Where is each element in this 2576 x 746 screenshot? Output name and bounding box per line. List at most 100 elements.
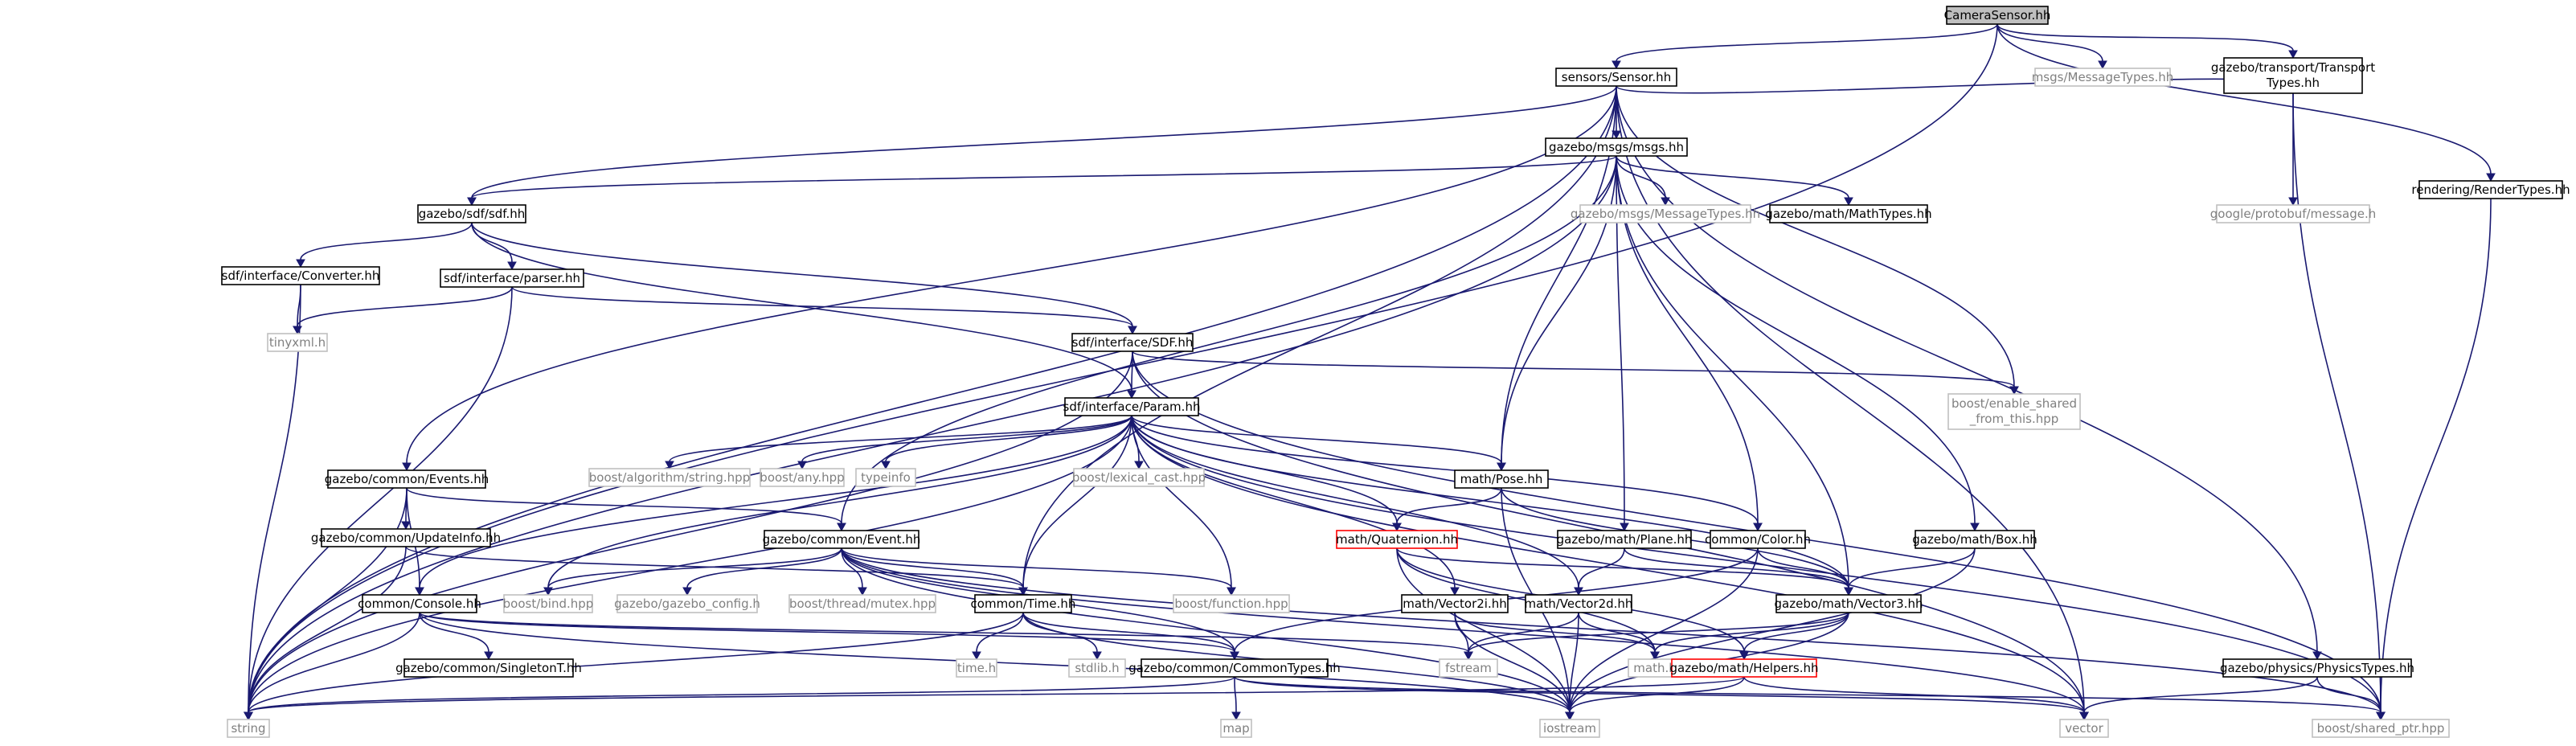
- node-box: [1710, 530, 1806, 549]
- node-label: gazebo/math/Box.hh: [1912, 532, 2037, 547]
- edge-arrowhead: [1231, 711, 1241, 721]
- node-gazebo-common-singletont-hh[interactable]: gazebo/common/SingletonT.hh: [395, 658, 582, 678]
- edge-vector3-to-mathh: [1650, 612, 1849, 661]
- edge-line: [1654, 612, 1849, 653]
- edge-line: [1131, 415, 1759, 524]
- edge-line: [1578, 612, 1656, 653]
- edge-line: [1743, 676, 2085, 713]
- edge-commontypes-to-string: [244, 676, 1235, 721]
- node-math-vector2d-hh[interactable]: math/Vector2d.hh: [1525, 594, 1633, 613]
- node-box: [321, 528, 491, 547]
- node-math-vector2i-hh[interactable]: math/Vector2i.hh: [1401, 594, 1509, 613]
- node-common-color-hh[interactable]: common/Color.hh: [1705, 530, 1811, 549]
- edge-updateinfo-to-time: [405, 546, 1028, 596]
- edge-arrowhead: [2079, 711, 2089, 721]
- node-rendering-rendertypes-hh[interactable]: rendering/RenderTypes.hh: [2411, 180, 2570, 199]
- node-tinyxml-h: tinyxml.h: [267, 333, 328, 352]
- edge-sensor-to-string: [244, 85, 1617, 721]
- node-box: [956, 658, 997, 678]
- node-gazebo-common-updateinfo-hh[interactable]: gazebo/common/UpdateInfo.hh: [311, 528, 501, 547]
- node-box: [974, 594, 1072, 613]
- node-label: boost/bind.hpp: [503, 596, 594, 611]
- node-label: math/Pose.hh: [1460, 472, 1543, 486]
- node-google-protobuf-message-h: google/protobuf/message.h: [2210, 204, 2376, 223]
- edge-time-to-stdlib: [1022, 612, 1102, 661]
- node-box: [1525, 594, 1632, 613]
- edge-commontypes-to-sharedptr: [1234, 676, 2386, 721]
- edge-arrowhead: [1227, 587, 1236, 596]
- node-gazebo-math-mathtypes-hh[interactable]: gazebo/math/MathTypes.hh: [1765, 204, 1932, 223]
- node-label: boost/any.hpp: [760, 470, 844, 485]
- node-label: stdlib.h: [1075, 661, 1119, 675]
- edge-arrowhead: [507, 261, 517, 271]
- node-box: [2034, 68, 2171, 87]
- edge-camera-to-sensor: [1612, 23, 1998, 70]
- edge-line: [1997, 23, 2492, 174]
- node-gazebo-sdf-sdf-hh[interactable]: gazebo/sdf/sdf.hh: [417, 204, 526, 223]
- edge-arrowhead: [1464, 651, 1473, 661]
- edge-line: [1022, 612, 1235, 653]
- node-math-quaternion-hh[interactable]: math/Quaternion.hh: [1336, 530, 1458, 549]
- edge-arrowhead: [1134, 461, 1144, 470]
- node-gazebo-math-helpers-hh[interactable]: gazebo/math/Helpers.hh: [1669, 658, 1819, 678]
- edge-arrowhead: [1844, 197, 1853, 207]
- node-math-pose-hh[interactable]: math/Pose.hh: [1454, 469, 1549, 489]
- node-gazebo-math-vector3-hh[interactable]: gazebo/math/Vector3.hh: [1775, 594, 1923, 613]
- edge-arrowhead: [2009, 386, 2019, 396]
- node-gazebo-common-commontypes-hh[interactable]: gazebo/common/CommonTypes.hh: [1128, 658, 1341, 678]
- edge-line: [297, 286, 513, 327]
- edge-msgs-to-msgtypes2: [1616, 155, 1670, 207]
- node-label: math/Vector2d.hh: [1525, 596, 1633, 611]
- node-sdf-interface-converter-hh[interactable]: sdf/interface/Converter.hh: [221, 266, 380, 285]
- edge-line: [1616, 155, 1666, 199]
- node-sdf-interface-sdf-hh[interactable]: sdf/interface/SDF.hh: [1071, 333, 1194, 352]
- edge-param-to-vector2i: [1131, 415, 1460, 596]
- edge-event-to-boostfunction: [841, 547, 1236, 596]
- node-fstream: fstream: [1439, 658, 1498, 678]
- node-sdf-interface-param-hh[interactable]: sdf/interface/Param.hh: [1063, 397, 1201, 416]
- edge-line: [248, 546, 407, 713]
- node-label: map: [1222, 721, 1249, 736]
- node-gazebo-physics-physicstypes-hh[interactable]: gazebo/physics/PhysicsTypes.hh: [2220, 658, 2414, 678]
- edge-line: [841, 155, 1617, 524]
- node-label: boost/thread/mutex.hpp: [789, 596, 936, 611]
- node-common-console-hh[interactable]: common/Console.hh: [358, 594, 481, 613]
- edge-arrowhead: [1450, 587, 1460, 596]
- edge-msgs-to-mathtypes: [1616, 155, 1853, 207]
- node-label: gazebo/transport/Transport: [2211, 60, 2375, 75]
- edge-sdf-to-converter: [296, 222, 473, 268]
- edge-time-to-timeh: [972, 612, 1024, 661]
- edge-line: [2380, 198, 2492, 713]
- edge-line: [1743, 612, 1849, 653]
- node-gazebo-common-event-hh[interactable]: gazebo/common/Event.hh: [763, 530, 921, 549]
- edge-line: [1468, 612, 1849, 653]
- node-box: [1073, 468, 1205, 487]
- edge-param-to-boostfunction: [1131, 415, 1236, 596]
- edge-arrowhead: [244, 711, 253, 721]
- edge-line: [801, 415, 1132, 462]
- node-camerasensor-hh[interactable]: CameraSensor.hh: [1944, 6, 2051, 25]
- edge-line: [1997, 23, 2103, 62]
- node-common-time-hh[interactable]: common/Time.hh: [971, 594, 1076, 613]
- node-label: boost/shared_ptr.hpp: [2317, 721, 2445, 736]
- node-sdf-interface-parser-hh[interactable]: sdf/interface/parser.hh: [440, 268, 584, 288]
- node-box: [1220, 719, 1252, 738]
- node-gazebo-common-events-hh[interactable]: gazebo/common/Events.hh: [325, 469, 489, 489]
- edge-arrowhead: [2376, 711, 2386, 721]
- edge-transport-to-sharedptr: [2292, 92, 2386, 721]
- edge-line: [300, 222, 473, 260]
- node-label: typeinfo: [861, 470, 911, 485]
- node-label: iostream: [1543, 721, 1596, 736]
- node-gazebo-math-plane-hh[interactable]: gazebo/math/Plane.hh: [1557, 530, 1693, 549]
- node-gazebo-math-box-hh[interactable]: gazebo/math/Box.hh: [1912, 530, 2037, 549]
- node-gazebo-msgs-msgs-hh[interactable]: gazebo/msgs/msgs.hh: [1545, 137, 1688, 157]
- node-gazebo-msgs-messagetypes-hh: gazebo/msgs/MessageTypes.hh: [1571, 204, 1760, 223]
- node-box: [2418, 180, 2563, 199]
- edge-line: [1501, 155, 1617, 464]
- node-boost-thread-mutex-hpp: boost/thread/mutex.hpp: [788, 594, 936, 613]
- edge-arrowhead: [1497, 462, 1506, 472]
- edge-line: [471, 222, 1133, 327]
- node-sensors-sensor-hh[interactable]: sensors/Sensor.hh: [1555, 68, 1677, 87]
- edge-arrowhead: [484, 651, 493, 661]
